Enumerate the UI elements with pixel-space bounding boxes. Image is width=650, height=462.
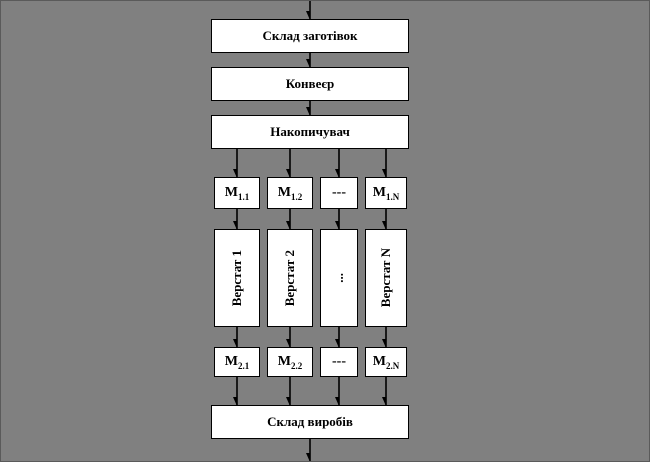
accumulator-box: Накопичувач xyxy=(211,115,409,149)
m2n-sub: 2.N xyxy=(385,360,400,371)
m21-base: М xyxy=(224,353,238,369)
m1n-box: М1.N xyxy=(365,177,407,209)
machine-n-box: Верстат N xyxy=(365,229,407,327)
m1n-base: М xyxy=(372,184,386,200)
machine-2-box: Верстат 2 xyxy=(267,229,313,327)
machine-n-label: Верстат N xyxy=(378,248,393,308)
machine-ellipsis-label: ... xyxy=(331,273,346,283)
m11-box: М1.1 xyxy=(214,177,260,209)
m22-base: М xyxy=(277,353,291,369)
machine-1-label: Верстат 1 xyxy=(229,249,244,307)
m2n-base: М xyxy=(372,353,386,369)
m1-ellipsis-box: --- xyxy=(320,177,358,209)
m11-base: М xyxy=(224,184,238,200)
m12-box: М1.2 xyxy=(267,177,313,209)
machine-ellipsis-box: ... xyxy=(320,229,358,327)
m1-ellipsis-base: --- xyxy=(332,184,346,200)
m21-sub: 2.1 xyxy=(237,360,250,371)
m21-box: М2.1 xyxy=(214,347,260,377)
machine-2-label: Верстат 2 xyxy=(282,249,297,307)
m22-sub: 2.2 xyxy=(290,360,303,371)
m21-label: М2.1 xyxy=(225,354,249,371)
blanks-warehouse-label: Склад заготівок xyxy=(262,28,358,43)
m22-label: М2.2 xyxy=(278,354,302,371)
m2n-label: М2.N xyxy=(373,354,399,371)
blanks-warehouse-box: Склад заготівок xyxy=(211,19,409,53)
accumulator-label: Накопичувач xyxy=(270,124,350,139)
m12-sub: 1.2 xyxy=(290,191,303,202)
m2-ellipsis-box: --- xyxy=(320,347,358,377)
m12-label: М1.2 xyxy=(278,185,302,202)
m1n-label: М1.N xyxy=(373,185,399,202)
m2-ellipsis-base: --- xyxy=(332,353,346,369)
conveyor-label: Конвеєр xyxy=(285,76,335,91)
m22-box: М2.2 xyxy=(267,347,313,377)
m2n-box: М2.N xyxy=(365,347,407,377)
m11-label: М1.1 xyxy=(225,185,249,202)
products-warehouse-label: Склад виробів xyxy=(267,414,353,429)
m11-sub: 1.1 xyxy=(237,191,250,202)
conveyor-box: Конвеєр xyxy=(211,67,409,101)
products-warehouse-box: Склад виробів xyxy=(211,405,409,439)
m12-base: М xyxy=(277,184,291,200)
machine-1-box: Верстат 1 xyxy=(214,229,260,327)
m1n-sub: 1.N xyxy=(385,191,400,202)
m1-ellipsis-label: --- xyxy=(332,185,346,202)
m2-ellipsis-label: --- xyxy=(332,354,346,371)
